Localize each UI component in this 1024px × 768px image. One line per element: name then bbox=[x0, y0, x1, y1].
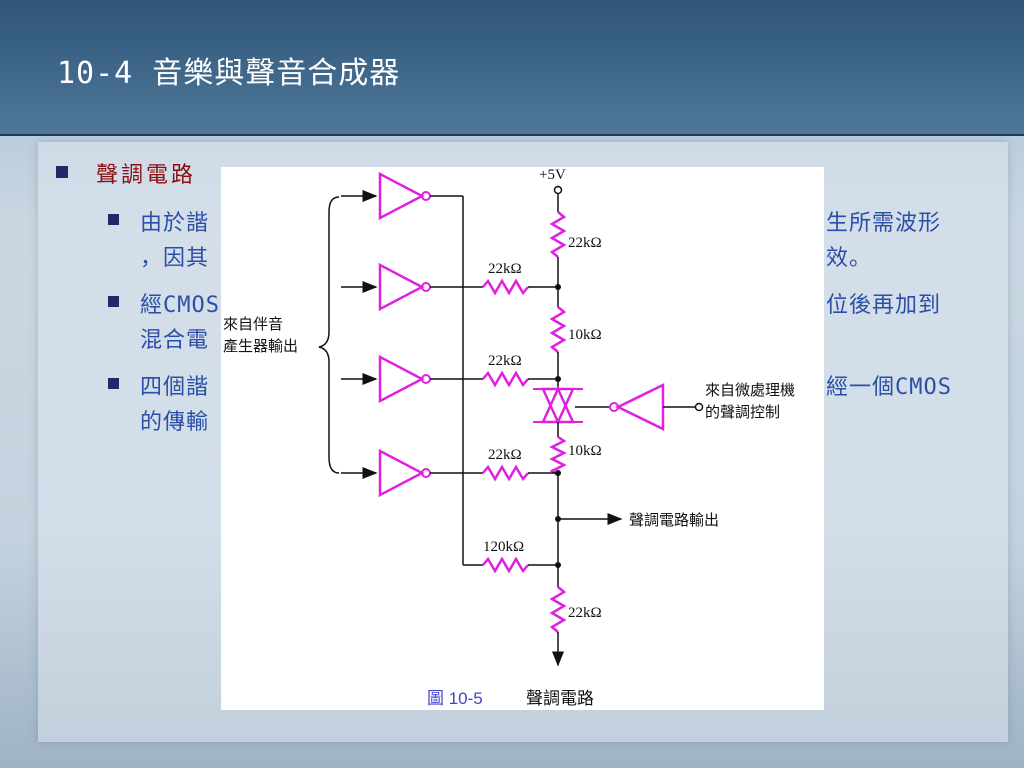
bullet-2-line-1: 經CMOS bbox=[140, 293, 220, 318]
figure-caption-number: 圖 10-5 bbox=[427, 689, 483, 708]
control-inverter bbox=[615, 382, 665, 432]
figure-caption-text: 聲調電路 bbox=[526, 689, 594, 709]
input-brace bbox=[318, 196, 340, 474]
resistor-low-label: 10kΩ bbox=[568, 443, 602, 459]
input-inverter-3 bbox=[341, 354, 483, 404]
bullet-marker bbox=[108, 214, 119, 225]
transmission-gate-bottom bbox=[541, 385, 575, 424]
resistor-in-2 bbox=[482, 370, 529, 388]
resistor-in-3 bbox=[482, 464, 529, 482]
resistor-in-4 bbox=[482, 556, 529, 574]
heading-tone-circuit: 聲調電路 bbox=[96, 163, 197, 188]
bullet-3-line-1-tail: 經一個CMOS bbox=[826, 375, 952, 400]
resistor-bottom-label: 22kΩ bbox=[568, 605, 602, 621]
bullet-2-line-2: 混合電 bbox=[140, 328, 210, 353]
resistor-low bbox=[549, 435, 567, 477]
bullet-marker bbox=[108, 296, 119, 307]
bullet-marker bbox=[56, 166, 68, 178]
input-inverter-1 bbox=[341, 171, 463, 221]
input-label-line-1: 來自伴音 bbox=[223, 315, 283, 333]
resistor-in-3-label: 22kΩ bbox=[488, 447, 522, 463]
resistor-in-1-label: 22kΩ bbox=[488, 261, 522, 277]
resistor-in-4-label: 120kΩ bbox=[483, 539, 524, 555]
transmission-gate-top bbox=[541, 387, 575, 426]
title-bar: 10-4 音樂與聲音合成器 bbox=[0, 0, 1024, 136]
resistor-top-label: 22kΩ bbox=[568, 235, 602, 251]
bullet-marker bbox=[108, 378, 119, 389]
bullet-3-line-2: 的傳輸 bbox=[140, 410, 210, 435]
control-label-line-2: 的聲調控制 bbox=[705, 403, 780, 421]
resistor-top bbox=[549, 211, 567, 258]
input-inverter-4 bbox=[341, 448, 483, 498]
resistor-in-2-label: 22kΩ bbox=[488, 353, 522, 369]
bullet-3-line-1: 四個諧 bbox=[140, 375, 210, 400]
control-terminal bbox=[694, 402, 704, 412]
bullet-1-line-1: 由於諧 bbox=[140, 211, 210, 236]
vcc-label: +5V bbox=[539, 167, 566, 183]
vcc-terminal bbox=[553, 185, 563, 195]
input-label-line-2: 產生器輸出 bbox=[223, 337, 298, 355]
resistor-mid bbox=[549, 306, 567, 353]
output-label: 聲調電路輸出 bbox=[629, 511, 719, 529]
input-inverter-2 bbox=[341, 262, 483, 312]
tone-circuit-diagram: +5V 22kΩ 10kΩ 來自微處理機 的聲調控制 10kΩ 聲調電路輸出 2… bbox=[223, 167, 795, 709]
bullet-1-line-2-tail: 效。 bbox=[826, 246, 873, 271]
control-label-line-1: 來自微處理機 bbox=[705, 381, 795, 399]
circuit-figure: +5V 22kΩ 10kΩ 來自微處理機 的聲調控制 10kΩ 聲調電路輸出 2… bbox=[221, 167, 824, 710]
bullet-2-line-1-tail: 位後再加到 bbox=[826, 293, 942, 318]
resistor-in-1 bbox=[482, 278, 529, 296]
bullet-1-line-2: ，因其 bbox=[140, 246, 210, 271]
bullet-1-line-1-tail: 生所需波形 bbox=[826, 211, 942, 236]
slide-title: 10-4 音樂與聲音合成器 bbox=[57, 56, 401, 91]
resistor-bottom bbox=[549, 586, 567, 633]
resistor-mid-label: 10kΩ bbox=[568, 327, 602, 343]
